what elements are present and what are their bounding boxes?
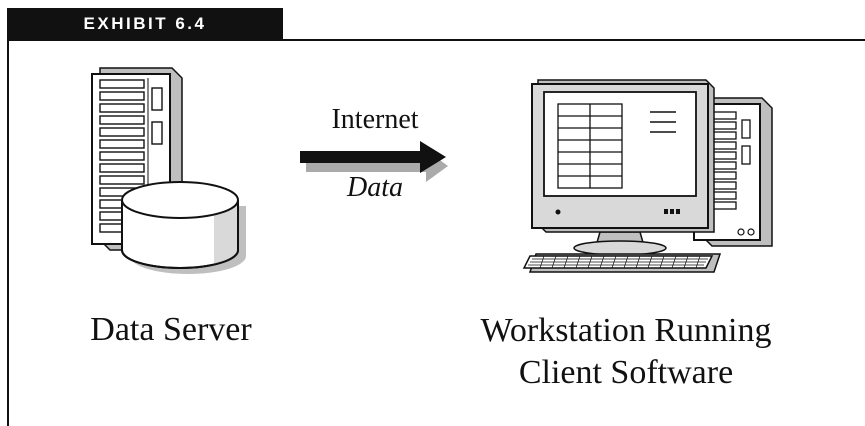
frame-top-rule [7, 39, 865, 41]
database-cylinder-icon [121, 181, 246, 274]
data-flow-arrow-icon [300, 141, 448, 182]
monitor-icon [531, 79, 715, 256]
workstation-caption-line1: Workstation Running [480, 312, 772, 349]
frame-left-rule [7, 39, 9, 426]
connection-top-label: Internet [331, 104, 419, 135]
workstation-caption-line2: Client Software [518, 354, 734, 391]
workstation-caption: Workstation Running Client Software [436, 310, 816, 394]
keyboard-icon [522, 253, 722, 273]
exhibit-label: EXHIBIT 6.4 [7, 8, 283, 40]
connection-bottom-label: Data [347, 172, 403, 203]
server-caption: Data Server [90, 311, 252, 348]
